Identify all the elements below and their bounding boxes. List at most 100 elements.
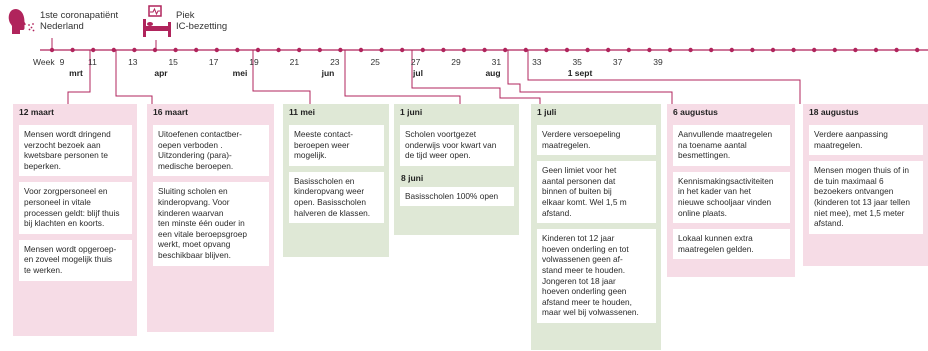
week-tick [585,47,590,53]
column-date: 6 augustus [667,104,795,121]
week-label: 21 [289,57,300,67]
measure-card: Mensen wordt opgeroep- en zoveel mogelij… [19,239,132,281]
column-body: Aanvullende maatregelen na toename aanta… [667,121,795,277]
measure-card: Lokaal kunnen extra maatregelen gelden. [673,229,790,260]
week-tick [482,47,487,53]
column-date: 1 juli [531,104,661,121]
week-tick [111,47,117,53]
week-label: 27 [410,57,421,67]
month-label: jul [413,68,423,78]
week-tick [832,47,837,53]
measure-card: Geen limiet voor het aantal personen dat… [537,161,656,224]
week-tick [750,47,755,53]
week-tick [91,47,96,53]
measure-card: Uitoefenen contactber- oepen verboden . … [153,125,269,177]
week-label: 31 [491,57,502,67]
tick-markers [49,47,920,53]
ic-caption-line1: Piek [176,10,195,21]
patient-head-icon [8,9,35,34]
week-tick [873,47,879,53]
week-tick [606,47,611,53]
patient-caption-line2: Nederland [40,21,84,32]
column-date: 18 augustus [803,104,928,121]
week-label: 35 [572,57,582,67]
week-label: 37 [612,57,623,67]
week-tick [688,47,693,53]
measure-card: Basisscholen 100% open [400,186,514,207]
measure-card: Basisscholen en kinderopvang weer open. … [289,171,384,224]
month-label: aug [485,68,501,78]
week-tick [564,47,570,53]
week-tick [70,47,75,53]
week-tick [523,47,528,53]
week-label: 25 [370,57,380,67]
measure-card: Kennismakingsactiviteiten in het kader v… [673,171,790,224]
connector-1-juli [411,50,541,104]
ic-caption: Piek IC-bezetting [176,10,227,32]
column-1-juli: 1 juli Verdere versoepeling maatregelen.… [531,104,661,350]
connector-16-maart [115,50,153,104]
column-body: Scholen voortgezet onderwijs voor kwart … [394,121,519,235]
column-body: Mensen wordt dringend verzocht bezoek aa… [13,121,137,336]
connector-11-mei [252,50,311,104]
column-body: Meeste contact- beroepen weer mogelijk. … [283,121,389,257]
column-date: 12 maart [13,104,137,121]
measure-card: Aanvullende maatregelen na toename aanta… [673,125,790,166]
week-prefix: Week [33,57,55,67]
week-label: 13 [128,57,138,67]
week-tick [853,47,858,53]
week-label: 17 [208,57,219,67]
week-tick [255,47,261,53]
week-tick [338,47,343,53]
week-tick [812,47,817,53]
measure-card: Kinderen tot 12 jaar hoeven onderling en… [537,229,656,323]
column-date: 11 mei [283,104,389,121]
week-tick [709,47,714,53]
week-label: 39 [653,57,663,67]
measure-card: Sluiting scholen en kinderopvang. Voor k… [153,182,269,266]
patient-caption-line1: 1ste coronapatiënt [40,10,119,21]
week-tick [49,47,55,53]
week-tick [915,47,920,53]
week-tick [358,47,364,53]
week-label: 9 [59,57,65,67]
week-tick [441,47,446,53]
week-tick [132,47,137,53]
connector-18-augustus [527,50,801,104]
week-tick [194,47,199,53]
week-tick [503,47,508,53]
column-date: 1 juni [394,104,519,121]
column-date: 16 maart [147,104,274,121]
week-tick [235,47,240,53]
column-16-maart: 16 maart Uitoefenen contactber- oepen ve… [147,104,274,332]
week-tick [297,47,302,53]
column-body: Uitoefenen contactber- oepen verboden . … [147,121,274,332]
patient-caption: 1ste coronapatiënt Nederland [40,10,118,32]
column-12-maart: 12 maart Mensen wordt dringend verzocht … [13,104,137,336]
measure-card: Verdere versoepeling maatregelen. [537,125,656,156]
column-body: Verdere versoepeling maatregelen. Geen l… [531,121,661,350]
column-1-juni: 1 juni Scholen voortgezet onderwijs voor… [394,104,519,235]
connector-1-juni [344,50,461,104]
column-body: Verdere aanpassing maatregelen. Mensen m… [803,121,928,266]
month-label: mei [232,68,248,78]
week-tick [276,47,281,53]
week-label: 33 [532,57,542,67]
week-tick [647,47,652,53]
week-tick [420,47,425,53]
connector-6-augustus [507,50,673,104]
week-tick [770,47,776,53]
month-label: mrt [69,68,83,78]
column-18-augustus: 18 augustus Verdere aanpassing maatregel… [803,104,928,266]
measure-card: Mensen wordt dringend verzocht bezoek aa… [19,125,132,177]
timeline [40,38,928,104]
week-tick [317,47,322,53]
week-tick [400,47,405,53]
ic-caption-line2: IC-bezetting [176,21,228,32]
week-tick [544,47,549,53]
column-11-mei: 11 mei Meeste contact- beroepen weer mog… [283,104,389,257]
measure-card: Scholen voortgezet onderwijs voor kwart … [400,125,514,166]
month-label: jun [321,68,335,78]
week-label: 23 [330,57,340,67]
week-tick [379,47,384,53]
